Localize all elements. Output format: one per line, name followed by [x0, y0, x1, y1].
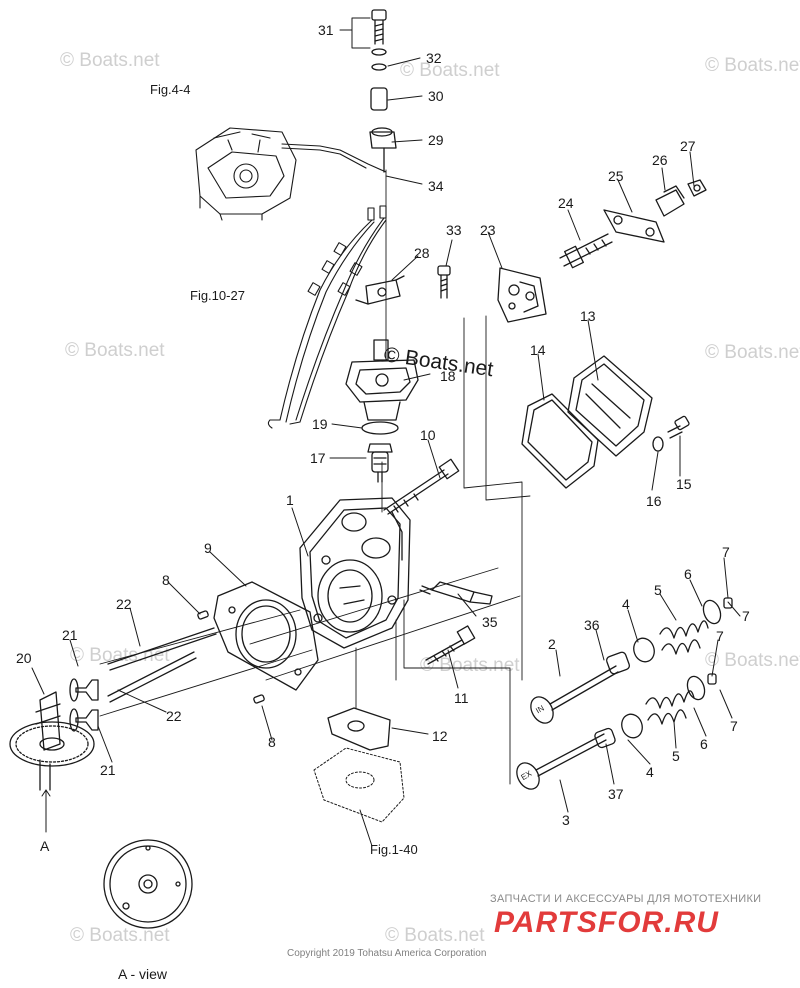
part-number-9: 9	[204, 540, 212, 556]
part-number-15: 15	[676, 476, 692, 492]
part-number-37: 37	[608, 786, 624, 802]
part-number-16: 16	[646, 493, 662, 509]
part-number-28: 28	[414, 245, 430, 261]
part-number-31: 31	[318, 22, 334, 38]
watermark: © Boats.net	[400, 60, 500, 81]
watermark: © Boats.net	[705, 650, 800, 671]
part-number-24: 24	[558, 195, 574, 211]
part-number-7: 7	[742, 608, 750, 624]
part-number-10: 10	[420, 427, 436, 443]
part-number-4: 4	[646, 764, 654, 780]
part-number-22: 22	[116, 596, 132, 612]
part-number-22: 22	[166, 708, 182, 724]
part-number-21: 21	[100, 762, 116, 778]
part-number-14: 14	[530, 342, 546, 358]
watermark: © Boats.net	[60, 50, 160, 71]
part-number-19: 19	[312, 416, 328, 432]
part-number-1: 1	[286, 492, 294, 508]
part-number-5: 5	[672, 748, 680, 764]
part-number-6: 6	[684, 566, 692, 582]
part-number-17: 17	[310, 450, 326, 466]
view-caption: A - view	[118, 966, 168, 982]
figure-ref-10-27[interactable]: Fig.10-27	[190, 288, 245, 303]
watermark: © Boats.net	[385, 925, 485, 946]
part-number-7: 7	[722, 544, 730, 560]
part-number-23: 23	[480, 222, 496, 238]
watermark: © Boats.net	[420, 655, 520, 676]
part-number-30: 30	[428, 88, 444, 104]
part-number-18: 18	[440, 368, 456, 384]
part-number-27: 27	[680, 138, 696, 154]
copyright-notice: Copyright 2019 Tohatsu America Corporati…	[287, 948, 487, 959]
part-number-13: 13	[580, 308, 596, 324]
part-number-4: 4	[622, 596, 630, 612]
shop-tagline: ЗАПЧАСТИ И АКСЕССУАРЫ ДЛЯ МОТОТЕХНИКИ	[490, 893, 762, 905]
view-marker: A	[40, 838, 50, 854]
part-number-12: 12	[432, 728, 448, 744]
part-number-8: 8	[268, 734, 276, 750]
part-number-11: 11	[454, 690, 469, 706]
part-number-6: 6	[700, 736, 708, 752]
part-number-21: 21	[62, 627, 78, 643]
part-number-36: 36	[584, 617, 600, 633]
part-number-8: 8	[162, 572, 170, 588]
part-number-7: 7	[730, 718, 738, 734]
figure-ref-1-40[interactable]: Fig.1-40	[370, 842, 418, 857]
watermark: © Boats.net	[705, 55, 800, 76]
part-number-29: 29	[428, 132, 444, 148]
watermark: © Boats.net	[65, 340, 165, 361]
part-number-33: 33	[446, 222, 462, 238]
part-number-3: 3	[562, 812, 570, 828]
part-number-5: 5	[654, 582, 662, 598]
part-number-7: 7	[716, 628, 724, 644]
figure-ref-4-4[interactable]: Fig.4-4	[150, 82, 191, 97]
part-number-20: 20	[16, 650, 32, 666]
part-number-35: 35	[482, 614, 498, 630]
part-number-2: 2	[548, 636, 556, 652]
part-number-32: 32	[426, 50, 442, 66]
watermark: © Boats.net	[705, 342, 800, 363]
watermark: © Boats.net	[70, 925, 170, 946]
part-number-26: 26	[652, 152, 668, 168]
part-number-34: 34	[428, 178, 444, 194]
watermark: © Boats.net	[70, 645, 170, 666]
shop-logo[interactable]: PARTSFOR.RU	[494, 906, 719, 939]
part-number-25: 25	[608, 168, 624, 184]
